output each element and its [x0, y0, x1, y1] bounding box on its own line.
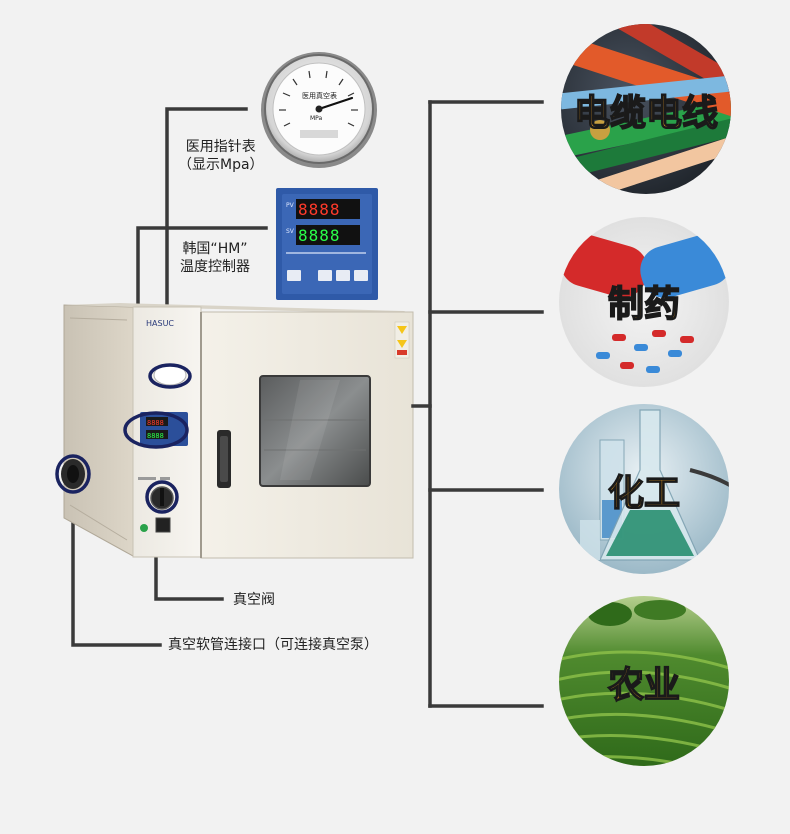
- gauge-label-line2: （显示Mpa）: [178, 157, 264, 173]
- power-switch: [155, 517, 171, 533]
- controller-pv-label: PV: [286, 202, 295, 209]
- pressure-gauge-image: 医用真空表 MPa: [261, 52, 377, 168]
- industry-circle-agriculture: 农业: [559, 596, 729, 766]
- vacuum-oven: HASUC 8888 8888: [61, 303, 414, 559]
- controller-button-up: [354, 270, 368, 281]
- controller-button-left: [318, 270, 332, 281]
- industry-label-chemical: 化工: [608, 473, 680, 514]
- oven-top: [64, 303, 412, 314]
- oven-window: [259, 375, 371, 487]
- industry-circle-chemical: 化工: [559, 404, 729, 574]
- temperature-controller-image: PV 8888 SV 8888: [276, 188, 378, 300]
- industry-label-agriculture: 农业: [608, 665, 680, 706]
- valve-highlight-ring: [145, 480, 179, 514]
- controller-label-line2: 温度控制器: [180, 259, 250, 275]
- gauge-callout-line: [165, 107, 248, 380]
- valve-label: 真空阀: [233, 592, 275, 608]
- panel-display-bottom: 8888: [147, 432, 164, 440]
- controller-label: 韩国“HM” 温度控制器: [180, 240, 250, 276]
- panel-display-top: 8888: [147, 419, 164, 427]
- industry-circle-cables: 电缆电线: [561, 24, 731, 194]
- controller-highlight-ring: [123, 411, 189, 449]
- gauge-highlight-ring: [148, 363, 192, 389]
- controller-label-line1: 韩国“HM”: [182, 241, 248, 257]
- power-indicator: [140, 524, 148, 532]
- controller-button-down: [336, 270, 350, 281]
- industry-label-pharma: 制药: [608, 284, 680, 325]
- industry-bracket: [411, 100, 544, 708]
- controller-sv-label: SV: [286, 228, 295, 235]
- hose-callout-line: [71, 485, 162, 647]
- oven-brand: HASUC: [146, 319, 174, 328]
- controller-button-set: [287, 270, 301, 281]
- oven-side-panel: [63, 304, 134, 557]
- highlight-rings: [55, 363, 192, 514]
- gauge-label: 医用指针表 （显示Mpa）: [178, 138, 264, 174]
- gauge-label-line1: 医用指针表: [185, 139, 256, 155]
- industry-circle-pharma: 制药: [559, 217, 729, 387]
- hose-highlight-ring: [55, 454, 91, 494]
- gauge-face-unit: MPa: [310, 115, 323, 122]
- hose-label: 真空软管连接口（可连接真空泵）: [168, 637, 378, 653]
- controller-pv-display: 8888: [298, 200, 341, 219]
- gauge-needle: [317, 96, 354, 111]
- controller-sv-display: 8888: [298, 226, 341, 245]
- gauge-face-title: 医用真空表: [302, 91, 337, 100]
- industry-label-cables: 电缆电线: [574, 93, 718, 134]
